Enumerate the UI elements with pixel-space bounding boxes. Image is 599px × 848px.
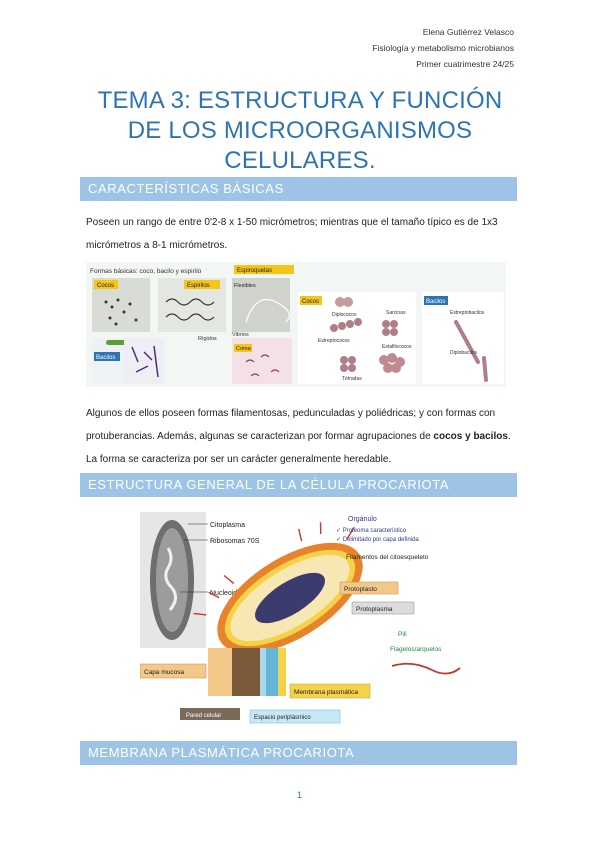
prokaryote-cell-figure: Citoplasma Ribosomas 70S Nucleoide Orgán… — [139, 508, 462, 730]
label-cocos-2: Cocos — [302, 299, 319, 305]
label-pared: Pared celular — [186, 713, 221, 719]
label-espacio: Espacio periplásmico — [254, 715, 311, 721]
label-membrana: Membrana plasmática — [294, 689, 358, 696]
course-name: Fisiología y metabolismo microbianos — [372, 43, 514, 53]
label-protoplasto: Protoplasto — [344, 586, 377, 593]
label-coma: Coma — [236, 346, 252, 352]
section-heading-basics: CARACTERÍSTICAS BÁSICAS — [80, 177, 517, 201]
section-heading-membrane: MEMBRANA PLASMÁTICA PROCARIOTA — [80, 741, 517, 765]
paragraph-size: Poseen un rango de entre 0'2-8 x 1-50 mi… — [86, 217, 498, 251]
bacteria-shapes-figure: Formas básicas: coco, bacilo y espirilo … — [86, 262, 506, 387]
label-delimitado: ✓ Delimitado por capa definida — [336, 537, 419, 543]
page-number: 1 — [296, 790, 302, 800]
label-rigidos: Rígidos — [198, 336, 217, 342]
label-sarcinas: Sarcinas — [386, 310, 406, 316]
bacteria-shapes-illustration: Formas básicas: coco, bacilo y espirilo … — [90, 265, 504, 384]
document-header: Elena Gutiérrez Velasco Fisiología y met… — [372, 24, 514, 72]
paragraph-shapes-bold: cocos y bacilos — [433, 431, 508, 442]
label-organulo: Orgánulo — [348, 516, 377, 523]
section-heading-prokaryote: ESTRUCTURA GENERAL DE LA CÉLULA PROCARIO… — [80, 473, 517, 497]
label-protoplasma: Protoplasma — [356, 606, 393, 613]
label-proteoma: ✓ Proteoma característico — [336, 528, 407, 534]
label-capa-mucosa: Capa mucosa — [144, 669, 184, 676]
label-bacilos-2: Bacilos — [426, 299, 445, 305]
label-flexibles: Flexibles — [234, 283, 256, 289]
paragraph-shapes-text-a: Algunos de ellos poseen formas filamento… — [86, 408, 496, 442]
label-estreptococos: Estreptococos — [318, 338, 350, 344]
prokaryote-cell-illustration: Citoplasma Ribosomas 70S Nucleoide Orgán… — [139, 512, 461, 724]
label-estafilococos: Estafilococos — [382, 344, 412, 350]
label-ribosomas: Ribosomas 70S — [210, 538, 260, 545]
label-espiroquetas: Espiroquetas — [237, 268, 272, 274]
label-vibrios: Vibrios — [232, 332, 249, 338]
label-diplococos: Diplococos — [332, 312, 357, 318]
label-diplobacilos: Diplobacilos — [450, 350, 477, 356]
document-title: TEMA 3: ESTRUCTURA Y FUNCIÓN DE LOS MICR… — [97, 87, 503, 174]
label-flagelos: Flagelos/arquelos — [390, 646, 442, 653]
author-name: Elena Gutiérrez Velasco — [422, 27, 514, 37]
shapes-heading: Formas básicas: coco, bacilo y espirilo — [90, 268, 202, 275]
label-citoplasma: Citoplasma — [210, 522, 245, 529]
term-label: Primer cuatrimestre 24/25 — [416, 59, 514, 69]
label-filamentos: Filamentos del citoesqueleto — [346, 554, 429, 561]
label-estreptobacilos: Estreptobacilos — [450, 310, 485, 316]
paragraph-shapes-text-c: . La forma se caracteriza por ser un car… — [86, 431, 511, 465]
label-bacilos: Bacilos — [96, 355, 115, 361]
label-espirilos: Espirilos — [187, 283, 210, 289]
paragraph-shapes: Algunos de ellos poseen formas filamento… — [86, 402, 516, 471]
label-tetradas: Tétradas — [342, 376, 362, 382]
label-cocos: Cocos — [97, 283, 114, 289]
label-nucleoide: Nucleoide — [210, 590, 241, 597]
label-pili: Pili — [398, 631, 407, 638]
